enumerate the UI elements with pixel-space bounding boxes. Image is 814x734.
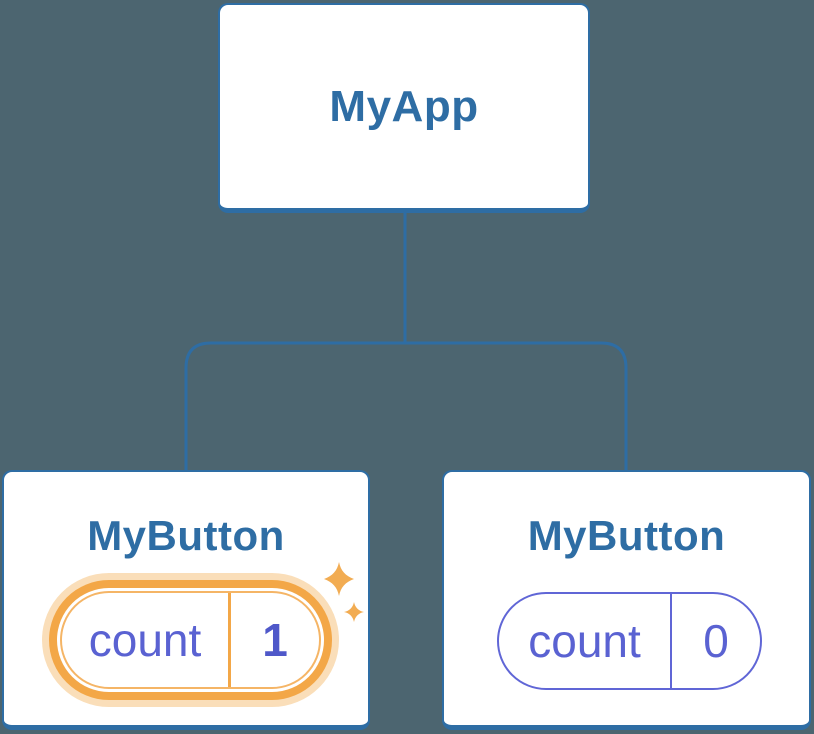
- child-node-highlighted: MyButton count 1: [2, 470, 370, 730]
- child-node-label: MyButton: [87, 512, 285, 559]
- state-pill-plain: count 0: [497, 592, 762, 690]
- sparkles-icon: [324, 562, 364, 622]
- child-node-label: MyButton: [527, 512, 726, 559]
- state-value: 0: [670, 594, 760, 688]
- child-node-plain: MyButton count 0: [442, 470, 811, 730]
- state-name-label: count: [528, 615, 641, 667]
- state-value: 1: [228, 593, 319, 687]
- state-pill-highlighted: count 1: [60, 591, 321, 689]
- root-node-label: MyApp: [329, 81, 479, 131]
- children-bracket-line: [184, 341, 628, 470]
- state-name-label: count: [88, 614, 202, 666]
- root-node: MyApp: [218, 3, 590, 213]
